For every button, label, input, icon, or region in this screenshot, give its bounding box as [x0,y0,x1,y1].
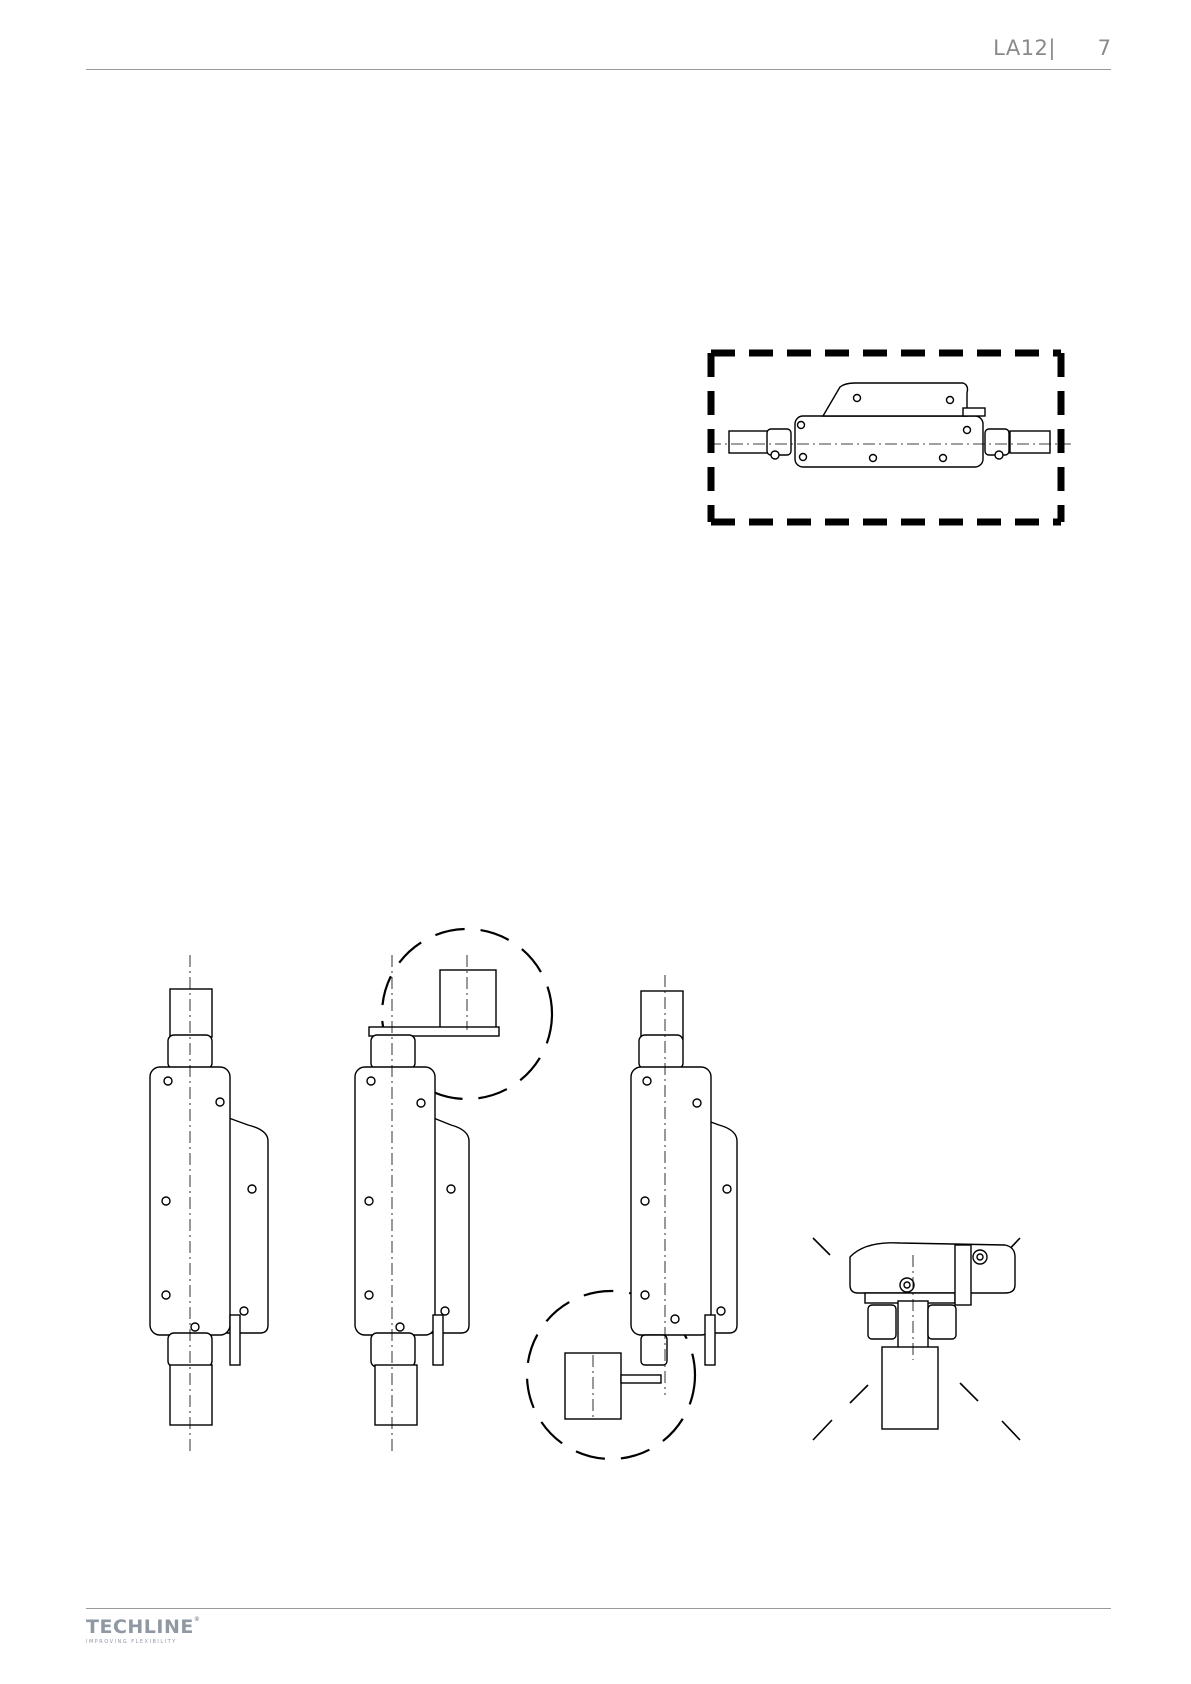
page-number: 7 [1098,36,1111,60]
horizontal-actuator-drawing [729,383,1050,467]
vertical-mounting-side-bracket-figure [525,975,725,1480]
page-header: LA12| 7 [86,30,1111,70]
footer-divider [86,1608,1111,1609]
mounting-detail-closeup-figure [810,1235,1030,1460]
horizontal-mounting-figure [705,345,1075,540]
logo-tagline: IMPROVING FLEXIBILITY [86,1639,206,1645]
techline-logo: TECHLINE® IMPROVING FLEXIBILITY [86,1616,206,1656]
header-divider [86,69,1111,70]
registered-mark: ® [194,1616,201,1623]
logo-wordmark: TECHLINE [86,1616,194,1638]
document-code: LA12| [993,36,1056,60]
vertical-mounting-standard-figure [140,955,280,1455]
